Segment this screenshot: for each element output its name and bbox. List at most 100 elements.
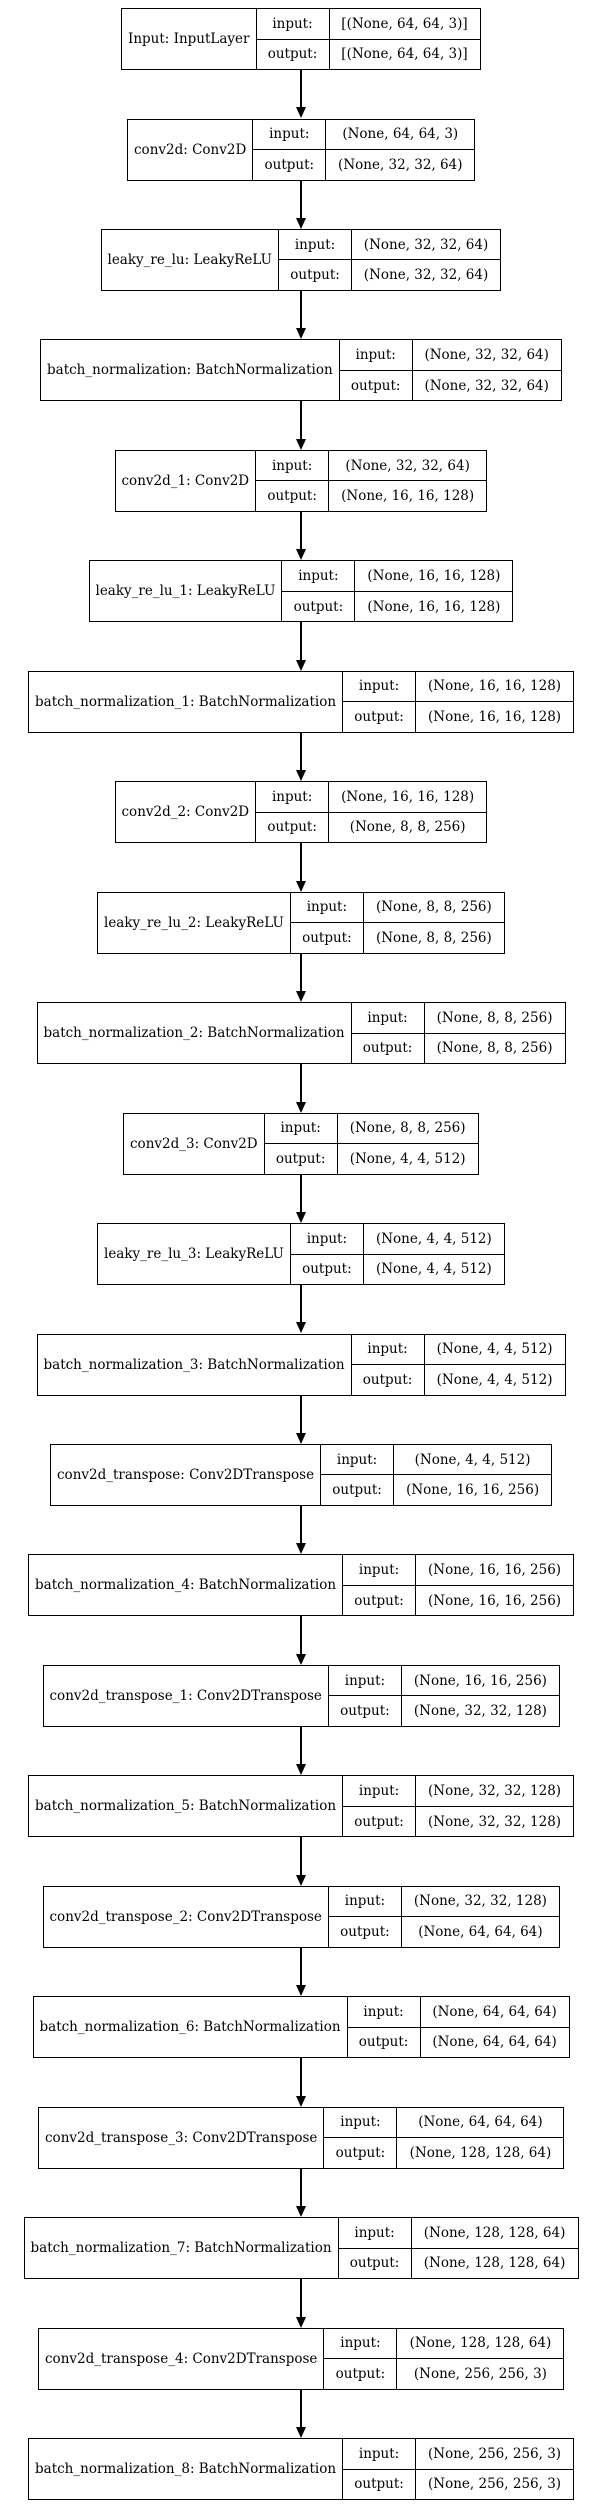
output-row: output:(None, 16, 16, 128) [282,590,513,622]
arrow-line [300,290,302,330]
layer-name: conv2d_transpose_2: Conv2DTranspose [44,1886,329,1947]
arrow-head [296,2426,306,2438]
output-shape: (None, 32, 32, 128) [413,1703,547,1720]
arrow-line [300,2168,302,2208]
arrow-head [296,880,306,892]
input-row: input:(None, 8, 8, 256) [291,892,504,923]
arrow-head [296,1322,306,1334]
arrow-line [300,2058,302,2097]
input-row: input:(None, 16, 16, 256) [343,1555,573,1585]
input-shape: (None, 32, 32, 64) [345,457,470,474]
layer-shapes: input:(None, 16, 16, 128)output:(None, 1… [282,561,513,622]
layer-name: batch_normalization_7: BatchNormalizatio… [25,2218,339,2279]
output-shape: (None, 256, 256, 3) [413,2365,547,2382]
arrow-head [296,107,306,119]
output-row: output:[(None, 64, 64, 3)] [256,38,480,69]
input-shape: (None, 8, 8, 256) [375,899,492,916]
input-shape: (None, 128, 128, 64) [409,2335,552,2352]
layer-shapes: input:(None, 8, 8, 256)output:(None, 8, … [351,1003,565,1064]
arrow-head [296,1432,306,1444]
output-label: output: [321,1475,395,1505]
output-label: output: [343,702,417,732]
output-label: output: [291,923,364,953]
output-shape: (None, 16, 16, 256) [406,1482,540,1499]
arrow-line [300,843,302,882]
output-label: output: [282,591,356,622]
input-label: input: [282,561,356,591]
layer-shapes: input:(None, 16, 16, 256)output: (None, 3… [328,1665,559,1726]
layer-shapes: input:(None, 64, 64, 3)output:(None, 32,… [253,119,475,180]
arrow-line [300,1174,302,1213]
arrow-line [300,953,302,993]
layer-shapes: input:(None, 4, 4, 512)output:(None, 4, … [351,1334,565,1395]
arrow-line [300,2389,302,2428]
output-shape: (None, 8, 8, 256) [436,1040,553,1057]
arrow-head [296,1764,306,1776]
input-row: input:(None, 4, 4, 512) [321,1444,551,1475]
layer-name: batch_normalization_6: BatchNormalizatio… [34,1997,348,2058]
layer-shapes: input:(None, 128, 128, 64)output:(None, … [338,2218,578,2279]
input-label: input: [329,1886,402,1917]
arrow-head [296,1653,306,1665]
output-row: output:(None, 128, 128, 64) [324,2137,564,2168]
arrow-head [296,438,306,450]
input-label: input: [279,229,353,260]
output-shape: (None, 8, 8, 256) [349,819,466,836]
layer-shapes: input:(None, 4, 4, 512)output:(None, 4, … [290,1224,504,1284]
arrow-line [300,1064,302,1103]
input-row: input:(None, 8, 8, 256) [352,1003,565,1033]
arrow-head [296,2095,306,2107]
input-label: input: [352,1334,425,1364]
input-row: input:(None, 4, 4, 512) [352,1334,565,1364]
input-label: input: [329,1665,402,1696]
input-shape: (None, 4, 4, 512) [414,1451,531,1468]
input-row: input:(None, 8, 8, 256) [265,1113,478,1143]
arrow-line [300,1947,302,1987]
input-row: input:[(None, 64, 64, 3)] [257,9,480,39]
arrow-line [300,732,302,772]
arrow-line [300,2279,302,2318]
input-shape: (None, 128, 128, 64) [423,2224,566,2241]
output-row: output:(None, 4, 4, 512) [290,1253,504,1284]
output-row: output:(None, 4, 4, 512) [264,1143,478,1174]
input-shape: [(None, 64, 64, 3)] [341,15,468,32]
output-shape: (None, 4, 4, 512) [436,1371,553,1388]
output-shape: (None, 32, 32, 64) [338,156,463,173]
arrow-head [296,659,306,671]
layer-shapes: input:(None, 32, 32, 64)output:(None, 32… [279,229,501,290]
input-label: input: [343,2439,417,2469]
layer-shapes: input:[(None, 64, 64, 3)]output:[(None, … [256,9,480,69]
layer-shapes: input:(None, 32, 32, 64)output:(None, 16… [256,450,487,511]
input-shape: (None, 64, 64, 64) [432,2003,557,2020]
output-label: output: [340,370,413,401]
input-label: input: [343,1776,417,1806]
input-row: input:(None, 256, 256, 3) [343,2439,573,2469]
output-row: output:(None, 32, 32, 64) [253,149,475,180]
output-row: output:(None, 16, 16, 128) [256,480,487,511]
layer-name: conv2d_transpose_4: Conv2DTranspose [39,2328,325,2389]
output-label: output: [329,1917,402,1947]
arrow-head [296,1874,306,1886]
input-shape: (None, 8, 8, 256) [436,1009,553,1026]
output-shape: (None, 64, 64, 64) [432,2034,557,2051]
arrow-line [300,70,302,109]
layer-node: batch_normalization_4: BatchNormalizatio… [28,1554,575,1617]
layer-node: batch_normalization_8: BatchNormalizatio… [28,2438,575,2500]
layer-node: batch_normalization_3: BatchNormalizatio… [36,1333,566,1396]
layer-shapes: input:(None, 8, 8, 256)output: (None, 8, … [290,892,504,953]
layer-name: batch_normalization: BatchNormalization [41,340,340,401]
input-shape: (None, 16, 16, 128) [428,678,562,695]
input-row: input:(None, 16, 16, 256) [329,1665,559,1696]
output-label: output: [329,1696,402,1726]
layer-name: conv2d_transpose_3: Conv2DTranspose [39,2107,325,2168]
output-label: output: [324,2138,398,2168]
output-row: output:(None, 8, 8, 256) [256,811,487,843]
layer-shapes: input:(None, 256, 256, 3)output:(None, 2… [343,2439,574,2499]
